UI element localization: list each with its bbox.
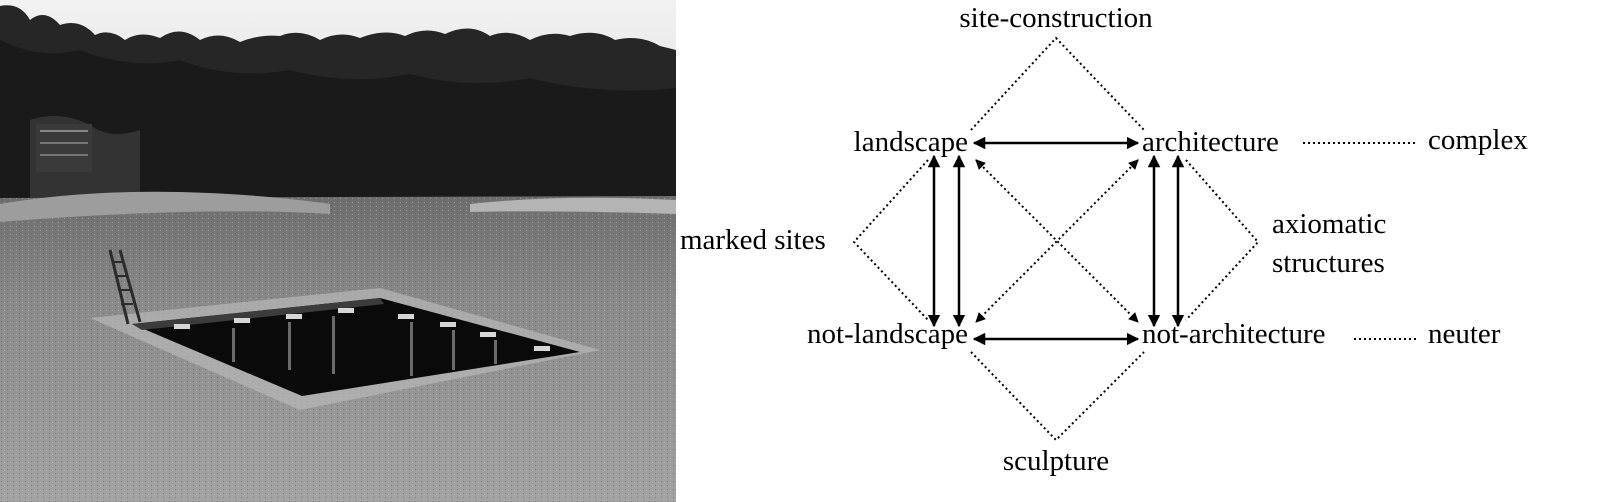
term-site-construction: site-construction [959, 4, 1152, 33]
photograph [0, 0, 676, 502]
landscape-photo [0, 0, 676, 502]
term-complex: complex [1428, 126, 1528, 155]
term-structures: structures [1272, 249, 1385, 278]
right-diamond-line [1186, 160, 1258, 320]
term-architecture: architecture [1142, 128, 1279, 157]
diagonal-landscape-notarchitecture [976, 160, 1138, 322]
term-neuter: neuter [1428, 320, 1500, 349]
bottom-diamond-line [971, 352, 1144, 440]
left-diamond-line [854, 160, 928, 320]
term-landscape: landscape [854, 128, 968, 157]
term-axiomatic: axiomatic [1272, 210, 1386, 239]
term-marked-sites: marked sites [680, 226, 826, 255]
top-diamond-line [971, 38, 1144, 130]
diagonal-architecture-notlandscape [976, 160, 1138, 322]
term-sculpture: sculpture [1003, 447, 1109, 476]
term-not-architecture: not-architecture [1142, 320, 1326, 349]
klein-group-diagram: site-construction landscape architecture… [676, 0, 1600, 502]
term-not-landscape: not-landscape [807, 320, 968, 349]
